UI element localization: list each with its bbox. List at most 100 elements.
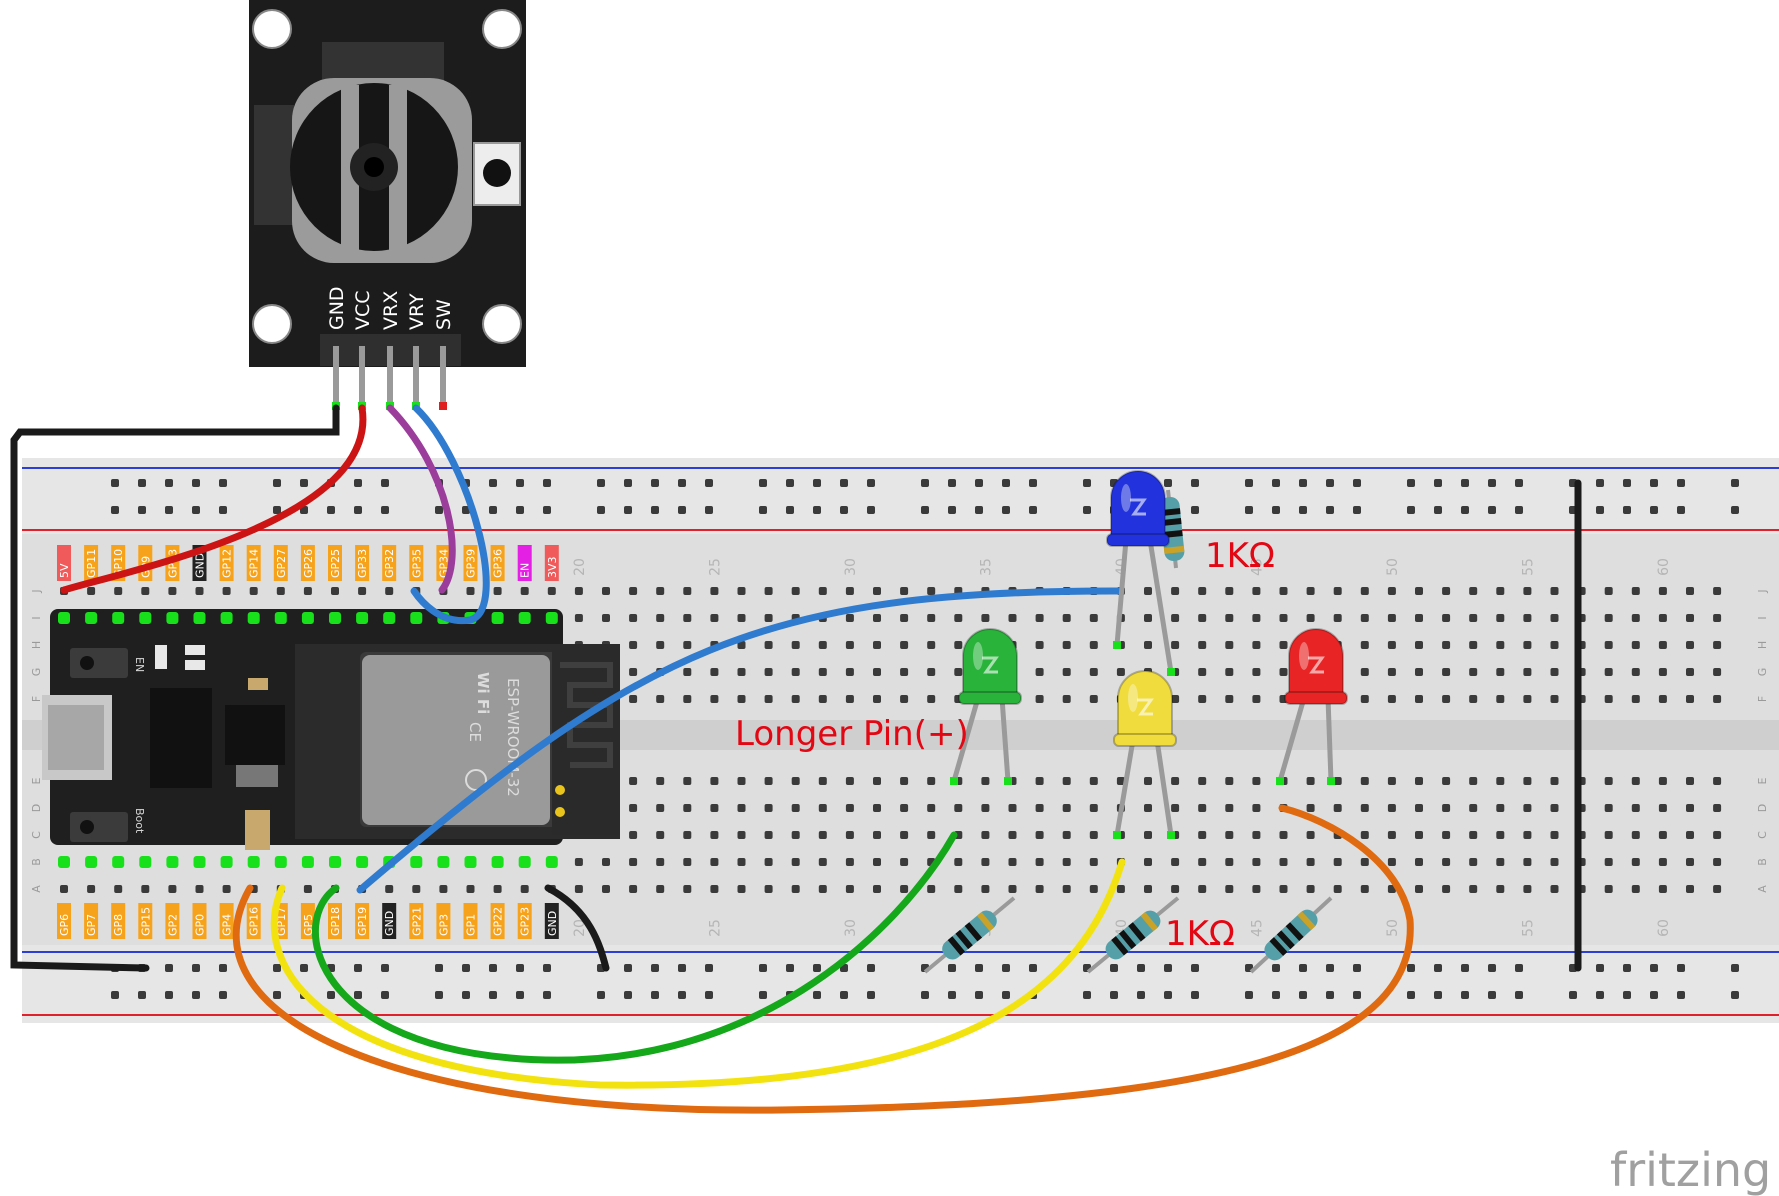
breadboard-hole xyxy=(927,695,936,703)
header-pin xyxy=(112,856,125,868)
breadboard-hole xyxy=(1713,668,1722,676)
rail-hole xyxy=(678,479,686,487)
joystick-pin-label: VRX xyxy=(380,291,402,330)
breadboard-hole xyxy=(1360,777,1369,785)
pin-tag xyxy=(111,903,126,939)
rail-hole xyxy=(489,506,497,514)
breadboard-hole xyxy=(737,804,746,812)
joystick-leg xyxy=(359,346,365,406)
breadboard-hole xyxy=(1713,614,1722,622)
column-number: 25 xyxy=(707,919,723,937)
pin-tag xyxy=(84,545,99,581)
breadboard-hole xyxy=(1387,777,1396,785)
header-pin xyxy=(329,856,341,868)
header-pin xyxy=(247,856,260,868)
rail-hole xyxy=(1299,964,1307,972)
pin-tag xyxy=(219,545,234,581)
rail-hole xyxy=(1407,991,1415,999)
breadboard-hole xyxy=(1144,858,1152,866)
breadboard-hole xyxy=(1469,804,1478,812)
breadboard-hole xyxy=(1035,777,1044,785)
rail-hole xyxy=(1029,964,1037,972)
rail-hole xyxy=(219,964,227,972)
breadboard-hole xyxy=(1631,614,1640,622)
breadboard-hole xyxy=(358,587,367,595)
breadboard-hole xyxy=(981,831,990,839)
header-pin xyxy=(301,856,314,868)
rail-hole xyxy=(1353,506,1361,514)
rail-hole xyxy=(948,991,956,999)
rail-hole xyxy=(165,479,173,487)
breadboard-hole xyxy=(1252,695,1261,703)
breadboard-hole xyxy=(1713,858,1722,866)
rail-hole xyxy=(597,479,605,487)
breadboard-hole xyxy=(791,831,800,839)
rail-hole xyxy=(975,479,983,487)
rail-hole xyxy=(1299,991,1307,999)
breadboard-hole xyxy=(1604,777,1613,785)
rail-hole xyxy=(1515,506,1523,514)
column-number: 20 xyxy=(572,558,588,576)
breadboard-hole xyxy=(1360,614,1369,622)
breadboard-hole xyxy=(845,668,854,676)
rail-hole xyxy=(1569,991,1577,999)
rail-hole xyxy=(840,479,848,487)
breadboard-hole xyxy=(1631,668,1640,676)
breadboard-hole xyxy=(60,885,68,893)
rail-hole xyxy=(786,506,794,514)
pin-label: GP3 xyxy=(437,914,450,936)
rail-hole xyxy=(1731,964,1739,972)
breadboard-hole xyxy=(1333,885,1342,893)
breadboard-hole xyxy=(1008,614,1017,622)
breadboard-hole xyxy=(1198,641,1207,649)
header-pin xyxy=(545,856,558,868)
pin-tag xyxy=(355,903,370,939)
breadboard-hole xyxy=(1171,885,1180,893)
breadboard-hole xyxy=(1523,695,1532,703)
rail-hole xyxy=(1623,506,1631,514)
rail-hole xyxy=(435,991,443,999)
breadboard-hole xyxy=(1306,885,1315,893)
breadboard-hole xyxy=(1062,858,1071,866)
rail-hole xyxy=(489,991,497,999)
rail-hole xyxy=(1299,479,1307,487)
breadboard-hole xyxy=(1360,641,1369,649)
header-pin xyxy=(85,612,98,624)
breadboard-hole xyxy=(710,614,719,622)
pin-tag xyxy=(382,545,397,581)
breadboard-hole xyxy=(954,668,963,676)
breadboard-hole xyxy=(1387,804,1396,812)
breadboard-hole xyxy=(1442,858,1451,866)
breadboard-hole xyxy=(195,885,204,893)
rail-hole xyxy=(273,479,281,487)
breadboard-hole xyxy=(1279,587,1288,595)
rail-hole xyxy=(462,964,470,972)
rail-hole xyxy=(1488,479,1496,487)
column-number: 55 xyxy=(1520,558,1536,576)
breadboard-hole xyxy=(1225,885,1234,893)
breadboard-hole xyxy=(1062,831,1071,839)
breadboard-hole xyxy=(1144,614,1152,622)
breadboard-hole xyxy=(656,858,665,866)
rail-hole xyxy=(705,479,713,487)
pin-label: GP12 xyxy=(221,549,234,578)
header-pin xyxy=(220,856,233,868)
breadboard-hole xyxy=(1035,831,1044,839)
breadboard-hole xyxy=(764,668,773,676)
breadboard-hole xyxy=(1144,804,1152,812)
breadboard-hole xyxy=(1658,641,1667,649)
breadboard-hole xyxy=(629,804,638,812)
breadboard-hole xyxy=(981,804,990,812)
pin-tag xyxy=(300,903,315,939)
rail-hole xyxy=(1677,964,1685,972)
rail-hole xyxy=(840,991,848,999)
pin-label: GP0 xyxy=(194,914,207,936)
breadboard-hole xyxy=(791,804,800,812)
breadboard-hole xyxy=(249,587,258,595)
breadboard-hole xyxy=(1496,641,1505,649)
rail-hole xyxy=(489,964,497,972)
breadboard-hole xyxy=(710,831,719,839)
breadboard-hole xyxy=(574,885,583,893)
